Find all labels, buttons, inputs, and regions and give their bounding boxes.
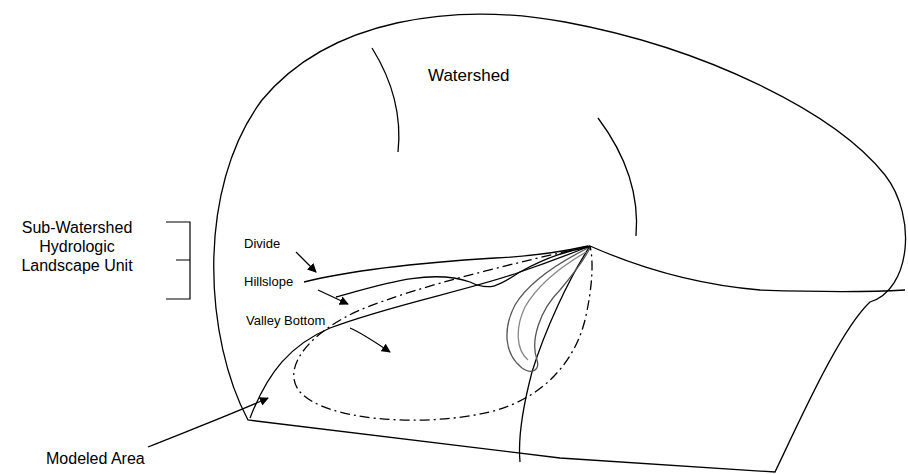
part-label-holder: Valley Bottom [246, 313, 356, 329]
valley-bottom [507, 248, 590, 371]
ridge-line [590, 246, 905, 292]
leader-arrow [350, 328, 390, 352]
group-label-holder: Sub-Watershed Hydrologic Landscape Unit [2, 218, 152, 276]
leader-arrow [296, 252, 316, 272]
part-label-holder: Divide [244, 236, 324, 252]
part-label: Valley Bottom [246, 313, 356, 329]
sub-watershed-boundary [520, 246, 591, 462]
part-label-holder: Hillslope [244, 274, 324, 290]
ridge-line [372, 48, 399, 152]
part-label: Hillslope [244, 274, 324, 290]
callout-label-holder: Modeled Area [46, 449, 156, 468]
bracket [166, 222, 190, 299]
ridge-line [598, 118, 637, 236]
part-label: Divide [244, 236, 324, 252]
leader-arrow [148, 398, 268, 447]
group-label: Sub-Watershed Hydrologic Landscape Unit [2, 218, 152, 276]
leader-arrow [318, 290, 348, 304]
region-label: Watershed [428, 66, 538, 86]
callout-label: Modeled Area [46, 449, 156, 468]
watershed-outline [214, 14, 906, 472]
region-label-holder: Watershed [428, 66, 538, 86]
modeled-area-outline [294, 246, 592, 420]
